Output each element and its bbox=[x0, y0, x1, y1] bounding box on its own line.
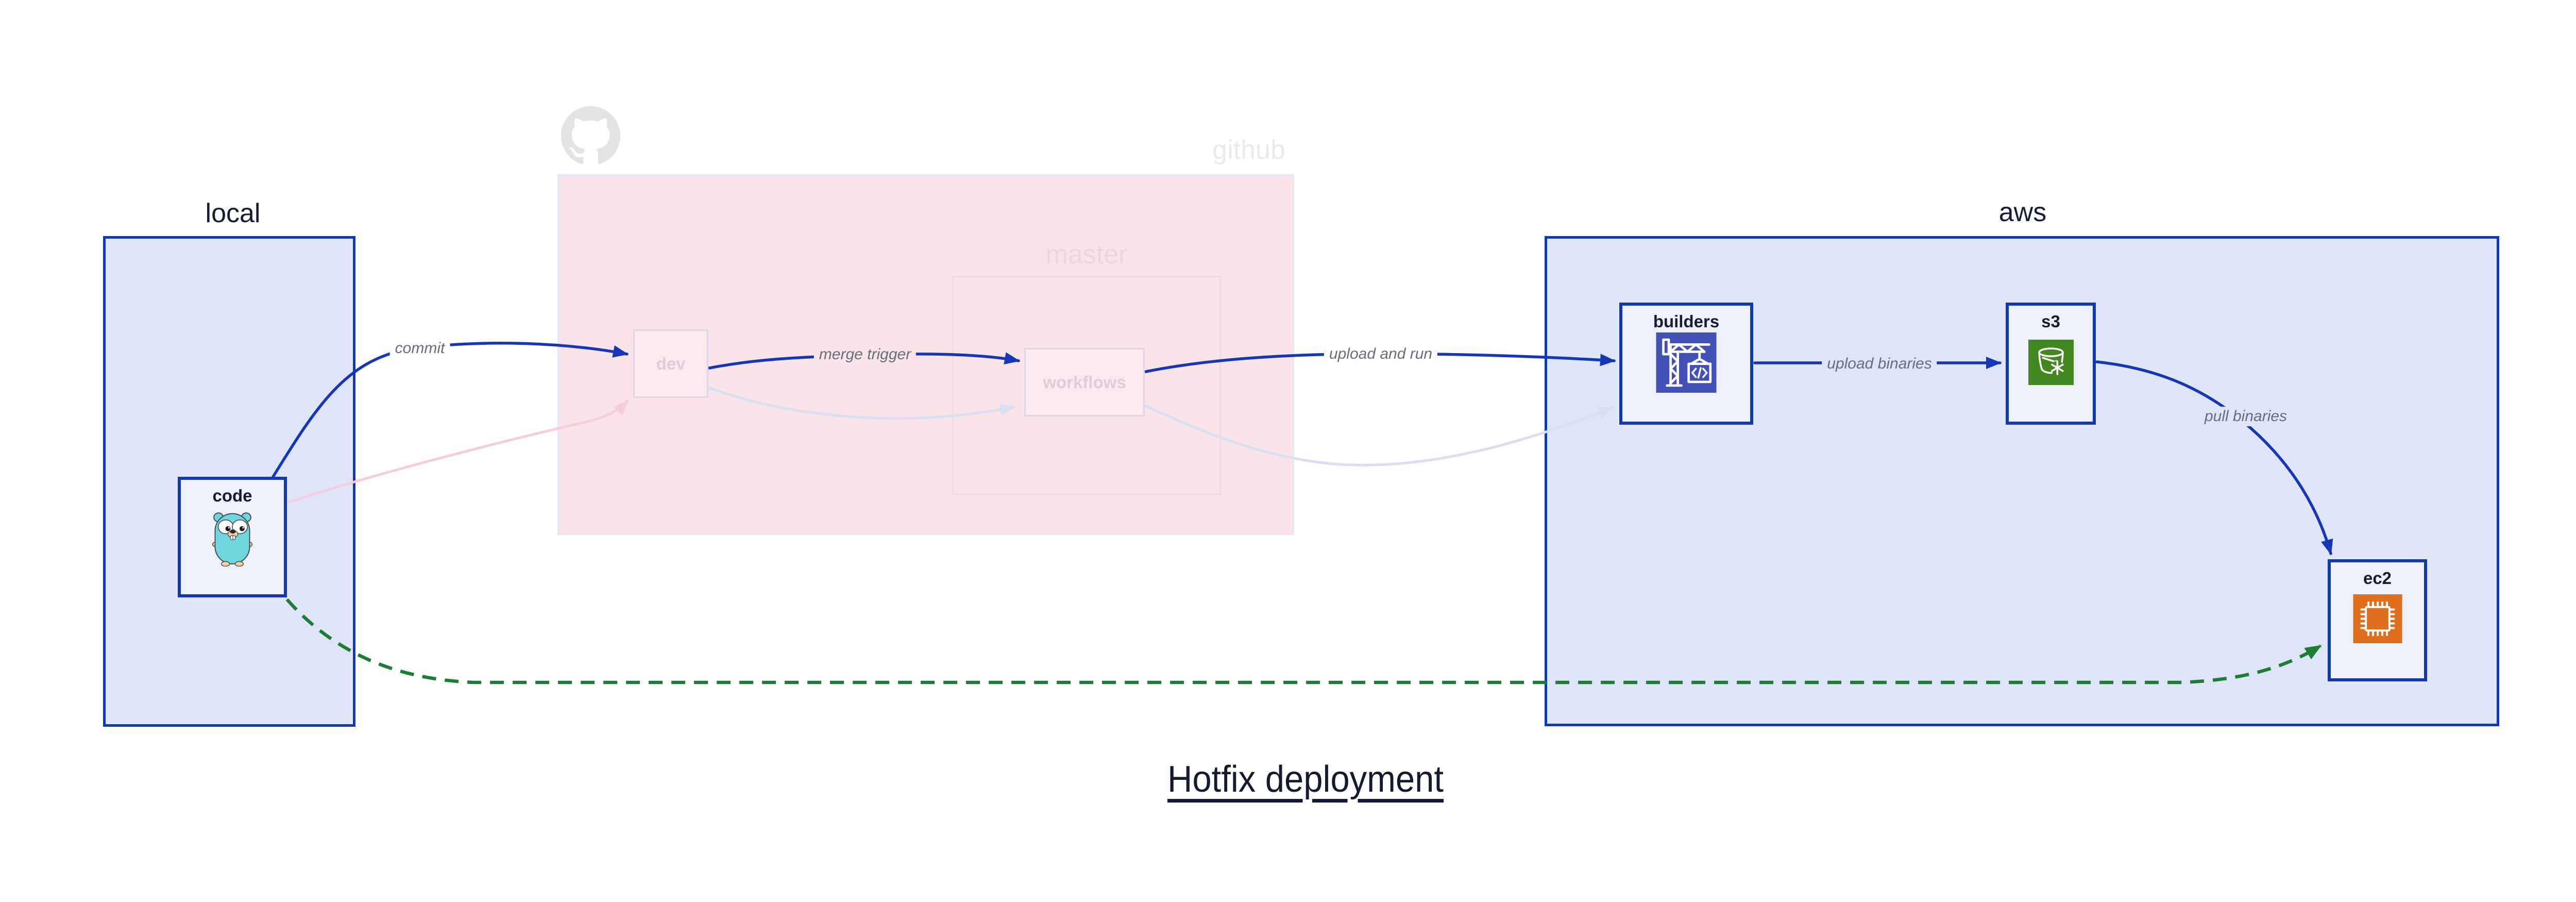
edge-label-pull-binaries: pull binaries bbox=[2199, 407, 2293, 426]
node-workflows-label: workflows bbox=[1043, 372, 1126, 392]
node-builders-label: builders bbox=[1653, 312, 1720, 331]
diagram-title: Hotfix deployment bbox=[1167, 759, 1444, 800]
node-builders: builders bbox=[1619, 303, 1753, 425]
node-s3: s3 bbox=[2006, 303, 2096, 425]
edge-label-merge-trigger: merge trigger bbox=[814, 345, 917, 364]
ec2-chip-icon bbox=[2353, 594, 2402, 643]
node-s3-label: s3 bbox=[2041, 312, 2060, 331]
master-branch-label: master bbox=[1045, 240, 1128, 270]
node-workflows: workflows bbox=[1024, 348, 1145, 416]
node-code: code bbox=[178, 477, 287, 597]
edge-label-commit: commit bbox=[389, 339, 450, 358]
s3-glacier-bucket-icon bbox=[2028, 340, 2074, 385]
github-octocat-icon bbox=[561, 106, 620, 164]
github-group-label: github bbox=[1212, 135, 1285, 165]
node-ec2-label: ec2 bbox=[2363, 569, 2392, 588]
codebuild-crane-icon bbox=[1656, 332, 1717, 393]
gopher-icon bbox=[212, 512, 252, 566]
node-ec2: ec2 bbox=[2328, 559, 2427, 681]
edge-label-upload-binaries: upload binaries bbox=[1822, 354, 1937, 374]
master-branch-box bbox=[952, 276, 1221, 495]
local-group-label: local bbox=[205, 198, 261, 228]
node-dev: dev bbox=[633, 329, 708, 398]
node-dev-label: dev bbox=[656, 354, 686, 373]
node-code-label: code bbox=[212, 486, 252, 505]
aws-group-label: aws bbox=[1998, 197, 2047, 227]
edge-label-upload-and-run: upload and run bbox=[1324, 344, 1438, 364]
